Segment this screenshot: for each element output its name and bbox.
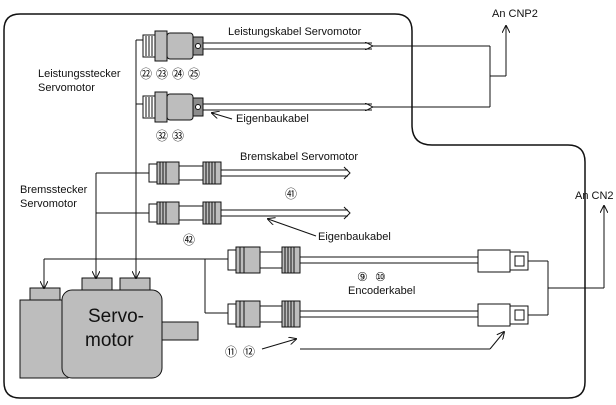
encoder-connector-2 (227, 300, 301, 328)
label-eigenbaukabel-2: Eigenbaukabel (318, 231, 391, 243)
label-leistungsstecker-2: Servomotor (38, 82, 95, 94)
brake-connector-2 (148, 201, 222, 225)
label-an-cnp2: An CNP2 (492, 8, 538, 20)
power-connector-1 (142, 30, 204, 62)
encoder-plug-1 (477, 249, 548, 273)
num-25: ㉕ (188, 67, 200, 81)
power-connector-2 (142, 91, 204, 123)
num-23: ㉓ (156, 67, 168, 81)
num-32: ㉜ (156, 129, 168, 143)
num-12: ⑫ (243, 345, 255, 359)
encoder-connector-1 (227, 246, 301, 274)
label-bremsstecker-1: Bremsstecker (20, 184, 88, 196)
num-33: ㉝ (172, 129, 184, 143)
enclosure-outline (3, 13, 586, 399)
label-leistungskabel: Leistungskabel Servomotor (228, 26, 362, 38)
label-eigenbaukabel-1: Eigenbaukabel (236, 113, 309, 125)
motor-label-1: Servo- (88, 306, 144, 327)
label-an-cn2: An CN2 (575, 190, 614, 202)
num-10: ⑩ (375, 270, 386, 284)
label-bremskabel: Bremskabel Servomotor (240, 151, 358, 163)
brake-connector-1 (148, 161, 222, 185)
num-9: ⑨ (357, 270, 368, 284)
label-bremsstecker-2: Servomotor (20, 198, 77, 210)
servo-motor: Servo- motor (19, 277, 199, 379)
num-41: ㊶ (285, 187, 297, 201)
num-22: ㉒ (140, 67, 152, 81)
encoder-plug-2 (477, 303, 548, 327)
num-24: ㉔ (172, 67, 184, 81)
label-leistungsstecker-1: Leistungsstecker (38, 68, 121, 80)
motor-label-2: motor (85, 330, 134, 351)
num-11: ⑪ (225, 345, 237, 359)
num-42: ㊷ (183, 233, 195, 247)
label-encoderkabel: Encoderkabel (348, 285, 415, 297)
